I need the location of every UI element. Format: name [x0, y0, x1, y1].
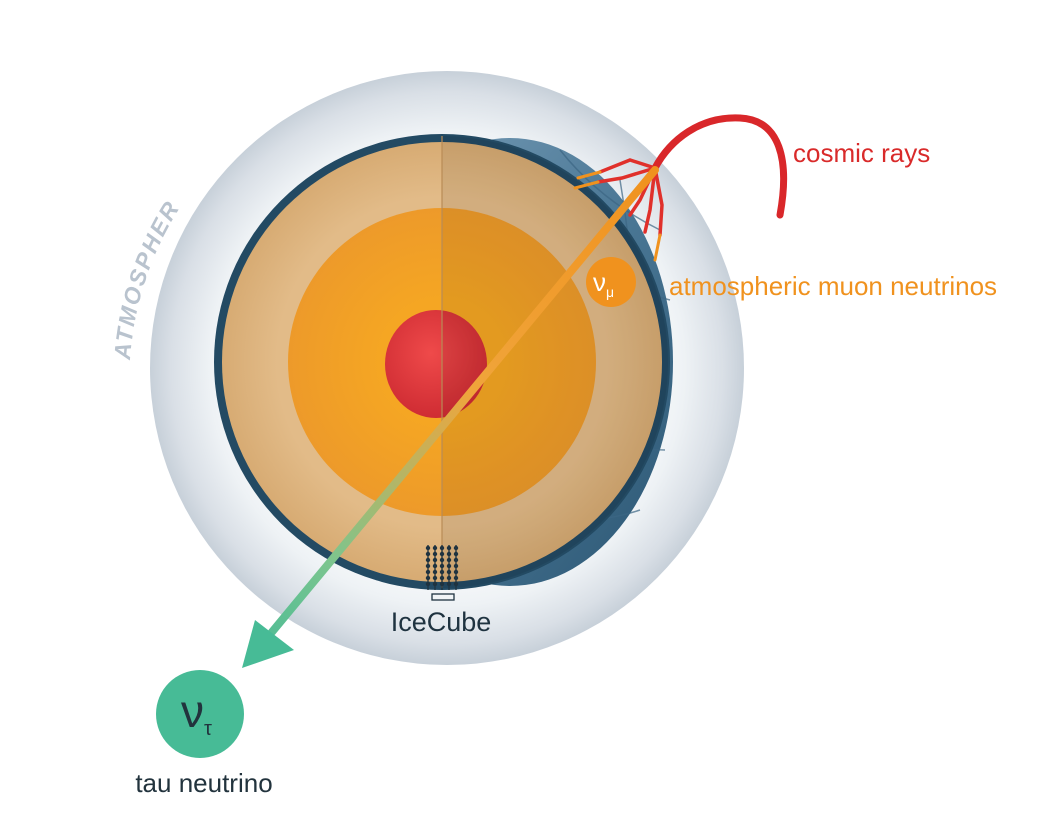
icecube-sensor [425, 551, 431, 557]
icecube-sensor [439, 545, 445, 551]
tau-neutrino-symbol: ν [181, 685, 204, 737]
icecube-sensor [446, 581, 452, 587]
icecube-sensor [432, 581, 438, 587]
tau-neutrino-label: tau neutrino [135, 768, 272, 798]
icecube-sensor [425, 557, 431, 563]
icecube-sensor [439, 557, 445, 563]
icecube-sensor [453, 581, 459, 587]
icecube-sensor [446, 551, 452, 557]
icecube-sensor [432, 545, 438, 551]
icecube-sensor [446, 563, 452, 569]
icecube-sensor [439, 551, 445, 557]
icecube-sensor [425, 563, 431, 569]
icecube-detector [425, 545, 459, 601]
svg-text:ντ: ντ [181, 685, 212, 740]
icecube-sensor [432, 563, 438, 569]
muon-neutrino-badge: νμ [586, 257, 636, 307]
tau-subscript: τ [204, 718, 212, 740]
icecube-sensor [432, 551, 438, 557]
icecube-sensor [446, 545, 452, 551]
icecube-sensor [453, 575, 459, 581]
atmospheric-muon-neutrinos-label: atmospheric muon neutrinos [669, 271, 997, 301]
icecube-sensor [439, 581, 445, 587]
icecube-sensor [439, 569, 445, 575]
icecube-sensor [439, 563, 445, 569]
earth-cross-section [214, 134, 670, 590]
icecube-sensor [453, 551, 459, 557]
icecube-sensor [425, 569, 431, 575]
icecube-sensor [425, 575, 431, 581]
icecube-sensor [439, 575, 445, 581]
icecube-sensor [453, 569, 459, 575]
inner-core-layer [385, 310, 487, 418]
tau-neutrino-badge: ντ [156, 670, 244, 758]
icecube-sensor [432, 569, 438, 575]
icecube-sensor [432, 557, 438, 563]
icecube-sensor [425, 545, 431, 551]
svg-text:νμ: νμ [593, 267, 614, 300]
neutrino-beam [242, 166, 659, 668]
icecube-sensor [446, 557, 452, 563]
cosmic-rays-label: cosmic rays [793, 138, 930, 168]
icecube-sensor [446, 575, 452, 581]
icecube-sensor [453, 563, 459, 569]
icecube-sensor [453, 545, 459, 551]
icecube-sensor [453, 557, 459, 563]
icecube-sensor [425, 581, 431, 587]
icecube-label: IceCube [391, 607, 492, 637]
muon-subscript: μ [606, 284, 614, 300]
beam-arrowhead [242, 620, 294, 668]
muon-neutrino-symbol: ν [593, 267, 606, 297]
icecube-sensor [432, 575, 438, 581]
icecube-sensor [446, 569, 452, 575]
